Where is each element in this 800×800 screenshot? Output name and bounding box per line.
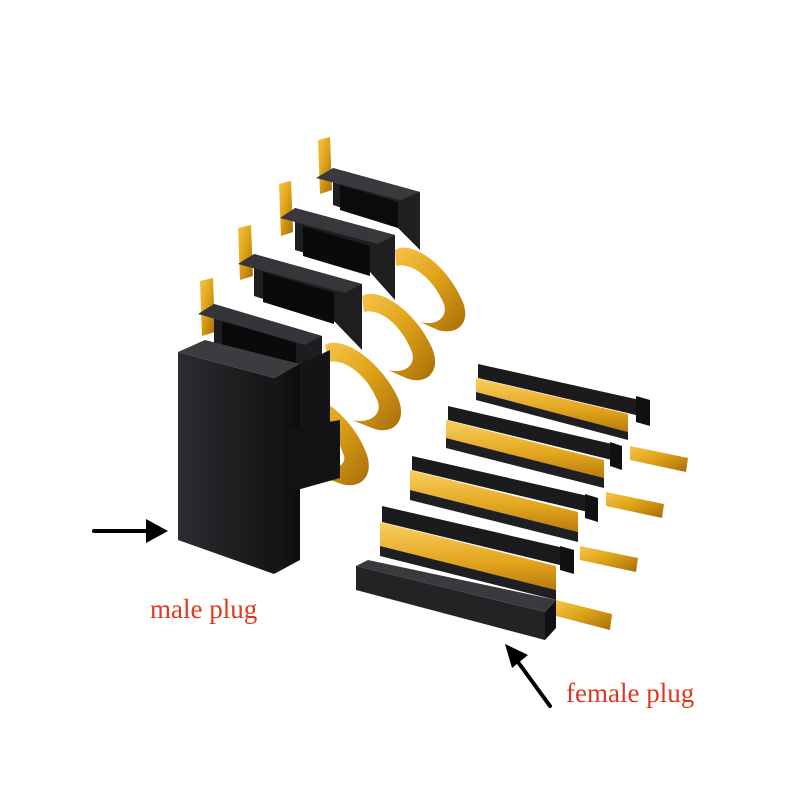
arrow-to-female-plug (505, 644, 552, 708)
female-housing-base (356, 560, 556, 640)
female-contact-row-2 (446, 406, 664, 518)
male-plug (178, 137, 466, 574)
female-plug (356, 364, 688, 640)
male-tail-pins (200, 137, 332, 336)
male-housing-top (198, 168, 420, 398)
female-plug-label: female plug (566, 678, 695, 708)
female-separators (560, 396, 650, 574)
female-contact-row-3 (410, 456, 638, 572)
male-housing-body (178, 340, 340, 574)
male-spring-contacts (290, 247, 466, 486)
female-contact-row-4 (380, 506, 612, 630)
female-contact-row-1 (476, 364, 688, 472)
male-plug-label: male plug (150, 594, 258, 624)
arrow-to-male-plug (92, 519, 168, 543)
